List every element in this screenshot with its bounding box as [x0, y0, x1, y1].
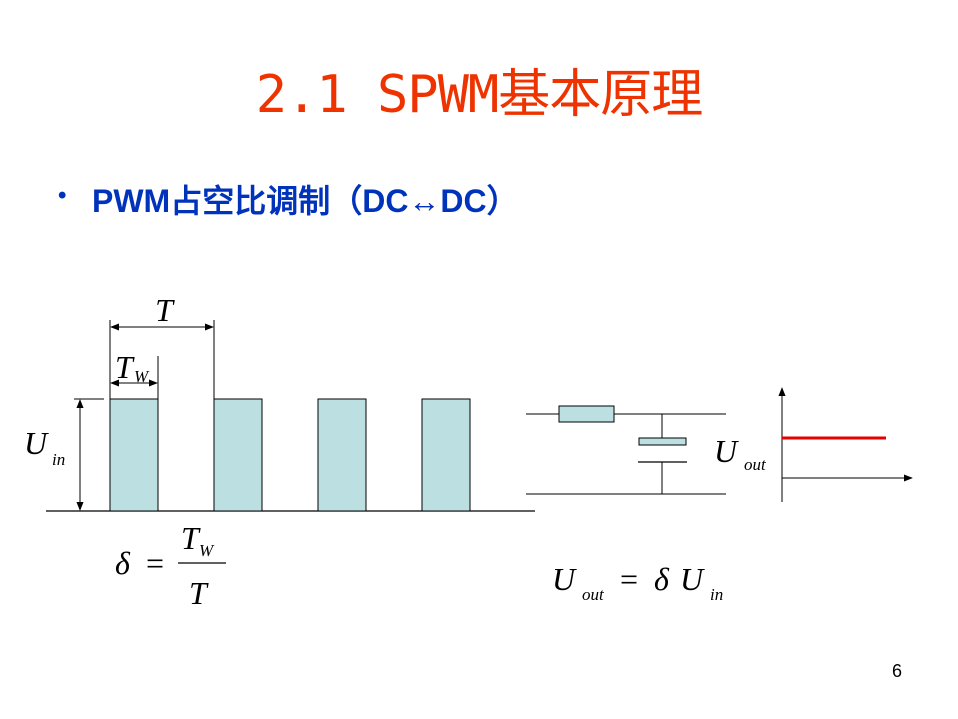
formula-input-subscript: in: [710, 585, 723, 604]
output-voltage-subscript: out: [744, 455, 767, 474]
width-label: T: [115, 349, 135, 385]
formula-input-symbol: U: [680, 561, 705, 597]
bullet-marker: •: [58, 182, 67, 209]
bullet-text: PWM占空比调制（DC↔DC）: [92, 183, 519, 219]
width-dimension: T W: [110, 349, 159, 399]
formula-output-subscript: out: [582, 585, 605, 604]
capacitor-plate: [638, 437, 687, 446]
resistor: [558, 405, 615, 423]
filter-circuit: U out: [526, 405, 767, 495]
width-subscript: W: [134, 367, 150, 386]
input-voltage-label: U: [24, 425, 49, 461]
formula-duty-symbol: δ: [654, 561, 670, 597]
pulse: [317, 398, 367, 512]
duty-equals: =: [146, 545, 164, 581]
duty-denominator: T: [189, 575, 209, 611]
duty-numerator-subscript: W: [199, 541, 215, 560]
period-label: T: [155, 292, 175, 328]
output-axes: [778, 387, 913, 502]
input-voltage-subscript: in: [52, 450, 65, 469]
pulse: [421, 398, 471, 512]
pulse-train: [109, 398, 471, 512]
pulse: [213, 398, 263, 512]
duty-symbol: δ: [115, 545, 131, 581]
formula-output-symbol: U: [552, 561, 577, 597]
page-number: 6: [891, 661, 902, 681]
period-dimension: T: [109, 292, 215, 399]
slide-title: 2.1 SPWM基本原理: [255, 65, 703, 125]
pulse: [109, 398, 159, 512]
formula-equals: =: [620, 561, 638, 597]
output-voltage-label: U: [714, 433, 739, 469]
output-voltage-formula: U out = δ U in: [552, 561, 723, 604]
duty-ratio-formula: δ = T W T: [115, 520, 226, 611]
input-voltage-dimension: U in: [24, 398, 104, 511]
duty-numerator: T: [181, 520, 201, 556]
